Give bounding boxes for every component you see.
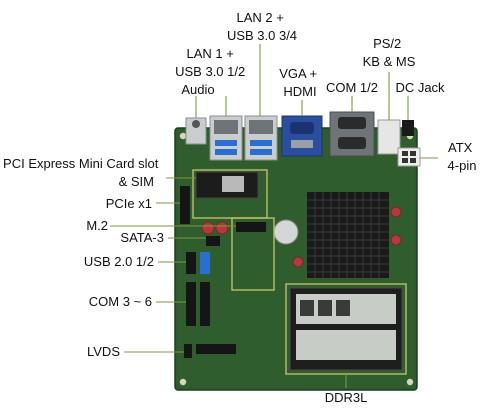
pcie-mini-highlight (192, 169, 268, 219)
label-ps2-line2: KB & MS (363, 54, 416, 69)
usb30-34-port (250, 149, 272, 155)
ps2-stack (377, 119, 401, 155)
label-pcie-mini: PCI Express Mini Card slot & SIM (3, 156, 162, 189)
mount-hole (179, 378, 187, 386)
lvds-connector (184, 344, 192, 358)
cpu-heatsink (307, 192, 389, 278)
label-atx: ATX 4-pin (448, 140, 477, 173)
usb30-34-port (250, 140, 272, 146)
label-com36: COM 3 ~ 6 (89, 294, 152, 309)
label-ddr3l: DDR3L (325, 390, 368, 405)
dc-jack (402, 120, 414, 136)
label-sata3: SATA-3 (120, 230, 164, 245)
atx-connector (397, 147, 421, 167)
label-atx-line1: ATX (448, 140, 473, 155)
mount-hole (179, 132, 187, 140)
label-com12: COM 1/2 (326, 80, 378, 95)
usb20-header (186, 252, 196, 274)
com36-header (186, 282, 196, 326)
label-usb20: USB 2.0 1/2 (84, 254, 154, 269)
label-pcie-mini-line1: PCI Express Mini Card slot (3, 156, 159, 171)
lan2-port (249, 120, 273, 134)
label-lan2-line2: USB 3.0 3/4 (227, 28, 297, 43)
audio-jack-port (192, 120, 200, 128)
usb30-12-port (215, 140, 237, 146)
label-lan1-line1: LAN 1 + (187, 46, 234, 61)
label-lan2-line1: LAN 2 + (237, 10, 284, 25)
sim-slot (222, 176, 244, 192)
label-ps2-line1: PS/2 (373, 36, 401, 51)
capacitor (292, 256, 304, 268)
pcie-x1-slot (180, 186, 190, 224)
usb20-header (200, 252, 210, 274)
labels: LAN 2 + USB 3.0 3/4 LAN 1 + USB 3.0 1/2 … (3, 10, 476, 405)
label-lan1-line3: Audio (181, 82, 214, 97)
label-vga-line1: VGA + (279, 66, 317, 81)
ddr3l-sodimm (289, 287, 403, 371)
heatsink-fins (307, 192, 389, 278)
lan1-port (214, 120, 238, 134)
m2-sata-highlight (231, 217, 275, 291)
capacitor (215, 221, 229, 235)
hdmi-connector (291, 140, 313, 148)
label-pcie-x1: PCIe x1 (106, 196, 152, 211)
com-port (338, 117, 366, 129)
m2-slot (236, 222, 266, 232)
label-ps2: PS/2 KB & MS (363, 36, 416, 69)
label-dc-jack: DC Jack (395, 80, 445, 95)
cmos-battery (273, 219, 299, 245)
label-vga-line2: HDMI (283, 84, 316, 99)
com-port (338, 137, 366, 149)
mount-hole (406, 378, 414, 386)
usb30-12-port (215, 149, 237, 155)
sata3-port (206, 236, 220, 246)
capacitor (390, 234, 402, 246)
lvds-connector (196, 344, 236, 354)
rear-io (185, 111, 414, 161)
label-lvds: LVDS (87, 344, 120, 359)
vga-connector (290, 122, 314, 134)
highlight-boxes (192, 169, 407, 375)
capacitor (390, 206, 402, 218)
label-lan1-line2: USB 3.0 1/2 (175, 64, 245, 79)
capacitor (201, 221, 215, 235)
label-lan1-usb12-audio: LAN 1 + USB 3.0 1/2 Audio (175, 46, 249, 97)
label-m2: M.2 (86, 218, 108, 233)
label-vga-hdmi: VGA + HDMI (279, 66, 321, 99)
label-lan2-usb34: LAN 2 + USB 3.0 3/4 (227, 10, 297, 43)
label-pcie-mini-line2: & SIM (119, 174, 154, 189)
label-atx-line2: 4-pin (448, 158, 477, 173)
leader-lines (110, 44, 438, 388)
com36-header (200, 282, 210, 326)
